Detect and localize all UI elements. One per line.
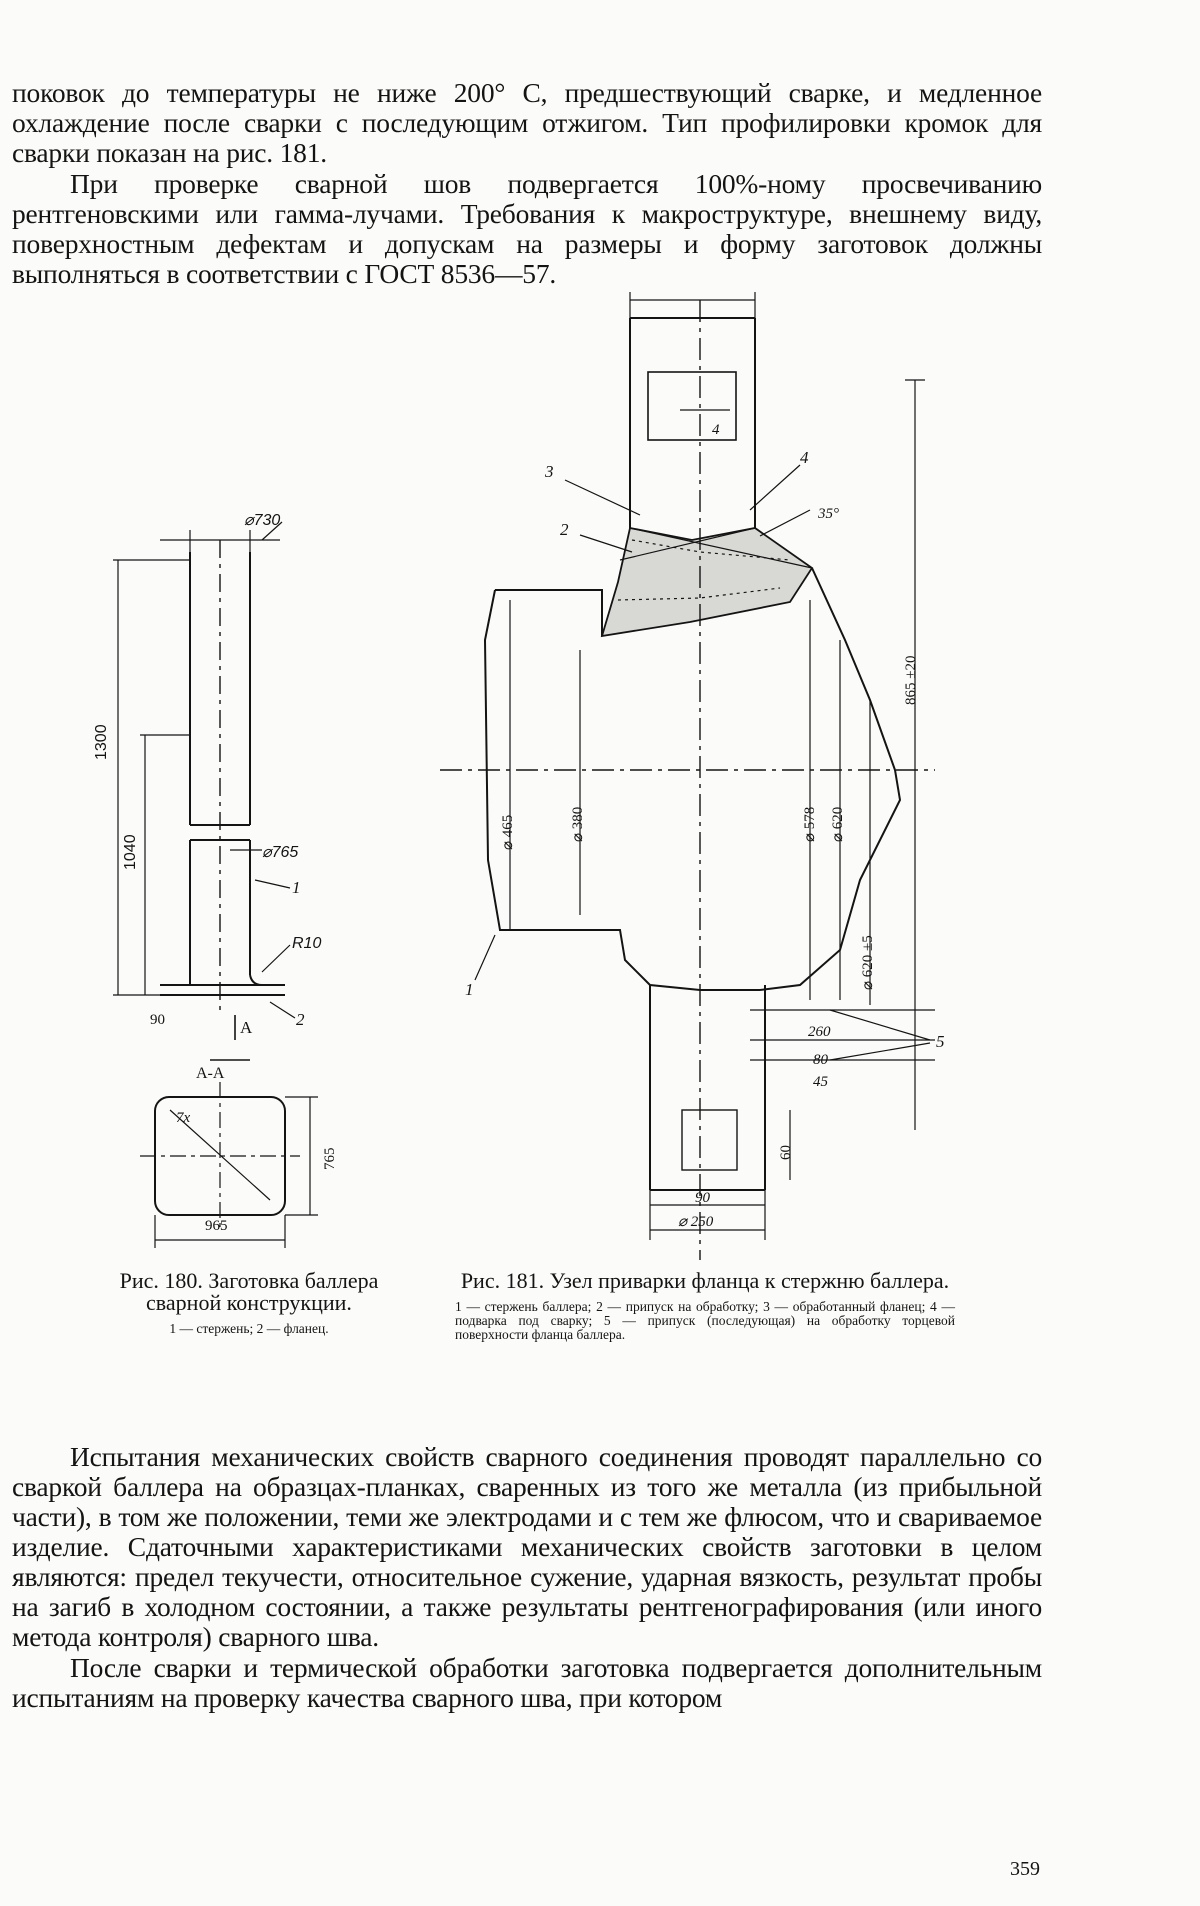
figure-180-legend: 1 — стержень; 2 — фланец. [118,1322,380,1336]
label-60: 60 [778,1145,795,1160]
label-865: 865 ±20 [903,656,920,705]
figure-180-drawing [113,522,318,1248]
label-80: 80 [813,1052,828,1069]
figure-181-title: Рис. 181. Узел приварки фланца к стержню… [455,1270,955,1292]
label-90: 90 [150,1012,165,1029]
label-a: A [240,1018,252,1038]
callout-180-2: 2 [296,1010,305,1030]
label-r10: R10 [292,935,321,953]
label-4: 4 [712,422,720,439]
callout-180-1: 1 [292,878,301,898]
figure-181-legend: 1 — стержень баллера; 2 — припуск на обр… [455,1300,955,1342]
label-bottom-90: 90 [695,1190,710,1207]
paragraph-3: Испытания механических свойств сварного … [12,1442,1042,1652]
callout-181-3-top: 3 [545,462,554,482]
label-1300: 1300 [93,724,111,760]
label-260: 260 [808,1024,831,1041]
label-45: 45 [813,1074,828,1091]
label-radius: 7x [176,1110,190,1127]
label-d250: ⌀ 250 [678,1212,713,1231]
label-d765: ⌀765 [262,842,298,862]
label-765: 765 [322,1148,339,1171]
label-d578: ⌀ 578 [800,807,819,842]
callout-181-5: 5 [936,1032,945,1052]
figure-181-drawing [440,292,935,1260]
callout-181-2: 2 [560,520,569,540]
label-d730: ⌀730 [244,510,280,530]
flange-right-profile [760,568,900,990]
bottom-text: Испытания механических свойств сварного … [12,1442,1042,1713]
label-section-a-a: А-А [196,1065,224,1083]
flange-left-profile [485,590,520,930]
callout-181-4: 4 [800,448,809,468]
figure-180-title: Рис. 180. Заготовка баллера сварной конс… [118,1270,380,1314]
label-d465: ⌀ 465 [498,815,517,850]
figure-180-caption: Рис. 180. Заготовка баллера сварной конс… [118,1270,380,1336]
label-d620: ⌀ 620 [828,807,847,842]
label-d620-tol: ⌀ 620 ±5 [858,935,877,990]
label-965: 965 [205,1218,228,1235]
label-d380: ⌀ 380 [568,807,587,842]
page-number: 359 [1010,1858,1040,1881]
label-angle: 35° [818,506,839,523]
callout-181-1: 1 [465,980,474,1000]
weld-zone [602,528,812,636]
label-1040: 1040 [122,834,140,870]
paragraph-4: После сварки и термической обработки заг… [12,1653,1042,1713]
figure-181-caption: Рис. 181. Узел приварки фланца к стержню… [455,1270,955,1342]
